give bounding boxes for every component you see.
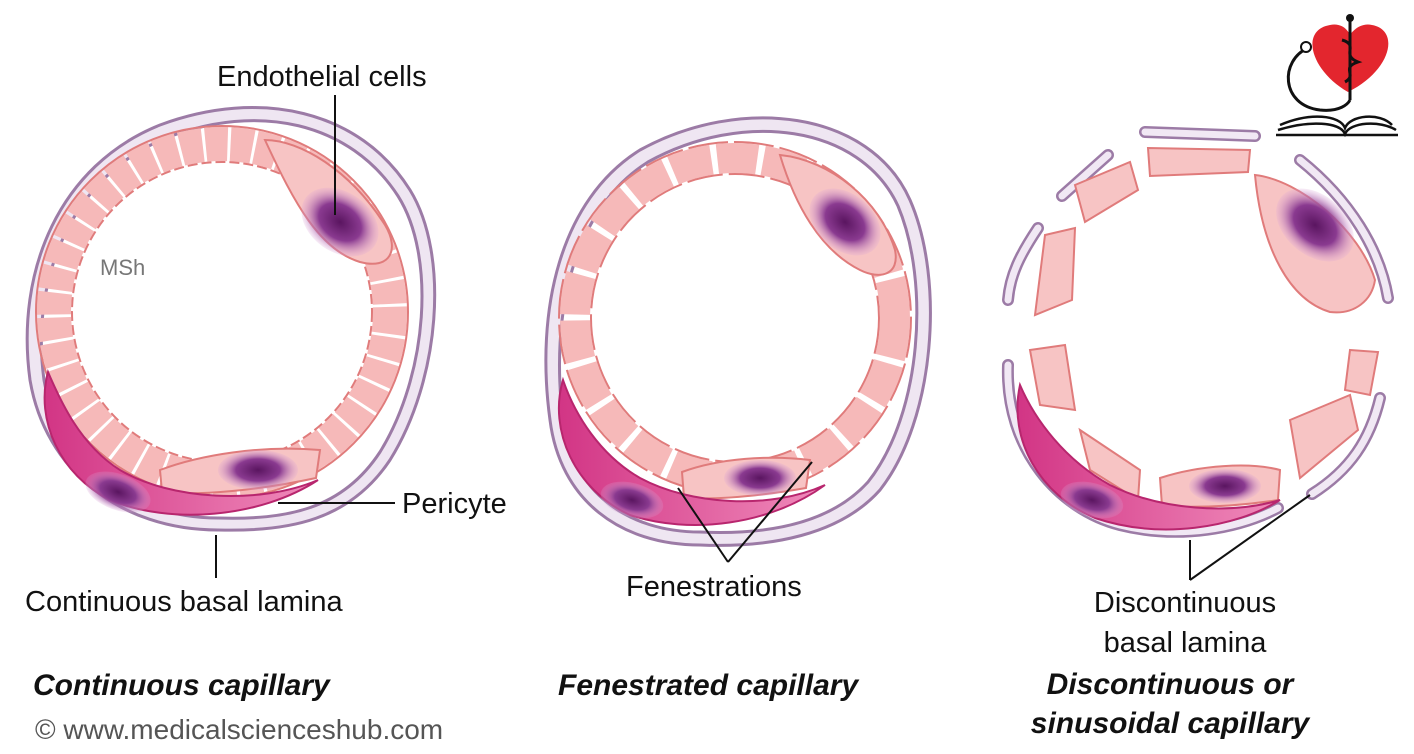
endothelial-fragment — [1146, 146, 1252, 178]
discontinuous-capillary-drawing — [1001, 126, 1394, 538]
fenestrations-label: Fenestrations — [626, 571, 802, 603]
continuous-capillary-drawing — [25, 106, 437, 532]
continuous-capillary-title: Continuous capillary — [33, 669, 330, 702]
sinusoidal-capillary-title: Discontinuous or sinusoidal capillary — [1005, 665, 1335, 743]
watermark: MSh — [100, 255, 146, 280]
discontinuous-label-line-1: Discontinuous — [1093, 587, 1277, 619]
pericyte-label: Pericyte — [402, 488, 507, 520]
endothelial-fragment — [1073, 160, 1140, 224]
endothelial-fragment — [1028, 343, 1077, 412]
endothelial-fragment — [1033, 226, 1077, 317]
endothelial-nucleus — [301, 187, 379, 257]
discontinuous-label-line-2: basal lamina — [1103, 627, 1267, 659]
copyright-text: © www.medicalscienceshub.com — [35, 714, 444, 745]
sinusoidal-title-line-1: Discontinuous or — [1046, 668, 1294, 701]
sinusoidal-title-line-2: sinusoidal capillary — [1030, 707, 1310, 740]
endothelial-cells-label: Endothelial cells — [217, 61, 427, 93]
fenestrated-capillary-drawing — [544, 116, 932, 547]
fenestrations-leader-left — [677, 487, 729, 563]
endothelial-fragment — [1343, 348, 1380, 397]
fenestrated-capillary-title: Fenestrated capillary — [558, 669, 859, 702]
discontinuous-leader-right — [1189, 494, 1311, 581]
continuous-basal-lamina-label: Continuous basal lamina — [25, 586, 343, 618]
discontinuous-basal-lamina-label: Discontinuous basal lamina — [1070, 583, 1300, 663]
medical-heart-caduceus-book-logo — [1276, 14, 1398, 138]
endothelial-fragment — [1288, 393, 1360, 480]
fenestrations-leader-right — [727, 461, 813, 563]
